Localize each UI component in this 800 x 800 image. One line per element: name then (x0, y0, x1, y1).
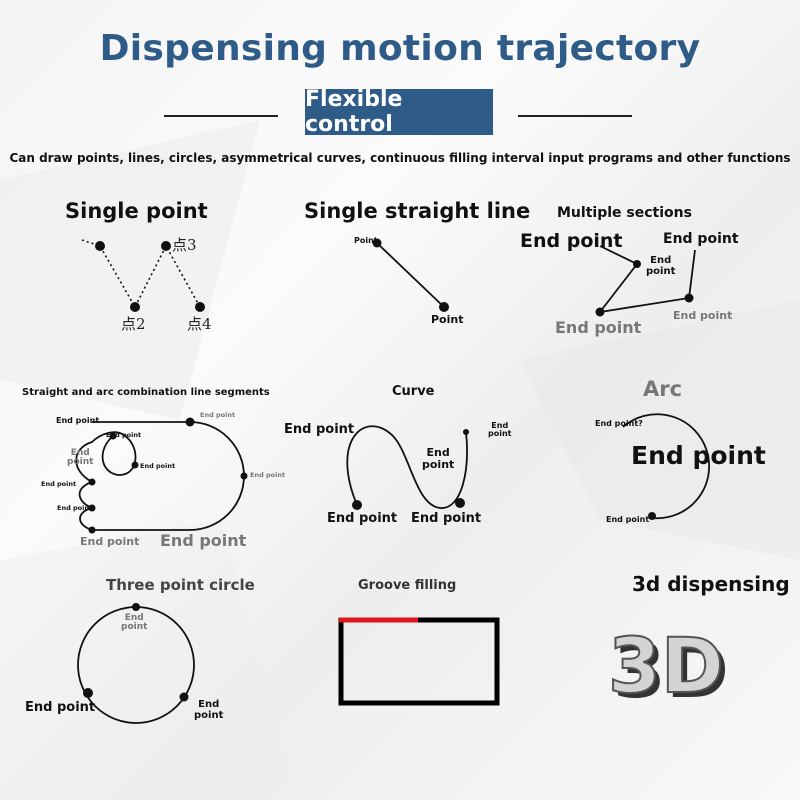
divider-right (518, 115, 632, 117)
page-subtitle: Can draw points, lines, circles, asymmet… (9, 151, 791, 165)
flexible-control-badge: Flexible control (305, 87, 493, 137)
divider-left (164, 115, 278, 117)
page-title: Dispensing motion trajectory (99, 28, 701, 69)
